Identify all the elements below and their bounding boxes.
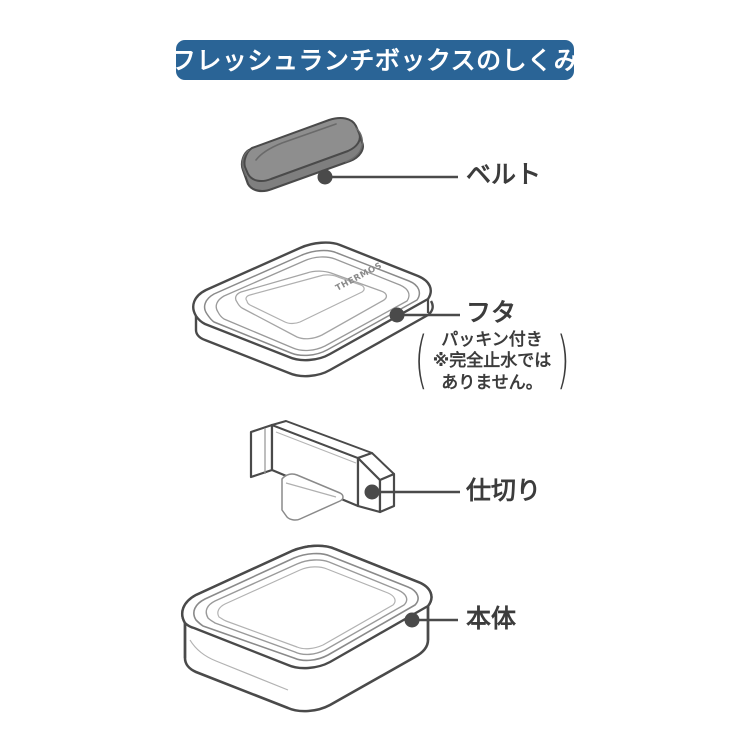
callout-label-divider: 仕切り <box>466 476 542 505</box>
belt-leader-line <box>317 169 458 185</box>
divider-illustration <box>249 420 396 521</box>
lid-leader-line <box>389 307 460 323</box>
page-title-banner: フレッシュランチボックスのしくみ <box>171 40 579 80</box>
callout-label-body: 本体 <box>466 604 517 633</box>
lid-note-paren-right: ) <box>556 322 571 396</box>
page-title: フレッシュランチボックスのしくみ <box>170 45 580 75</box>
body-leader-line <box>404 612 458 628</box>
lid-illustration: THERMOS <box>192 241 434 378</box>
lid-note-lines: パッキン付き ※完全止水では ありません。 <box>433 330 552 394</box>
belt-illustration <box>240 117 364 193</box>
body-leader-dot <box>404 612 420 628</box>
belt-leader-dot <box>317 169 333 185</box>
callout-label-lid: フタ <box>466 298 517 327</box>
lid-note-line-2: ※完全止水では <box>432 351 552 372</box>
body-illustration <box>181 544 433 713</box>
callout-label-belt: ベルト <box>466 160 542 189</box>
divider-leader-line <box>364 484 460 500</box>
lid-note-line-1: パッキン付き <box>441 330 543 350</box>
lid-note-line-3: ありません。 <box>441 372 543 393</box>
lid-note: ( パッキン付き ※完全止水では ありません。 ) <box>408 322 576 396</box>
lid-note-paren-left: ( <box>413 322 428 396</box>
divider-leader-dot <box>364 484 380 500</box>
lid-leader-dot <box>389 307 405 323</box>
